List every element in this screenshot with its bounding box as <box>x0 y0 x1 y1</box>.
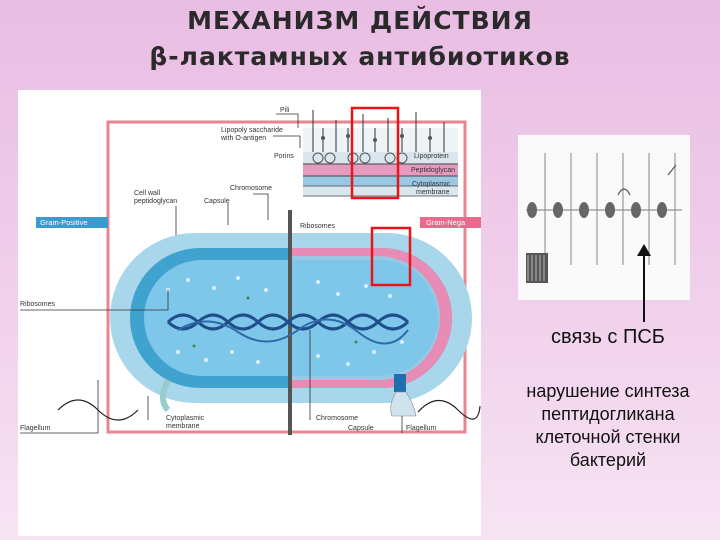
pcb-binding-text: связь с ПСБ <box>551 326 665 348</box>
label-ribosomes-left: Ribosomes <box>20 301 56 308</box>
pbp-illustration-svg <box>526 153 682 283</box>
label-lipoprotein: Lipoprotein <box>414 153 449 160</box>
description-block: нарушение синтеза пептидогликана клеточн… <box>508 380 708 472</box>
title-line-1: МЕХАНИЗМ ДЕЙСТВИЯ <box>187 6 533 35</box>
label-flagellum-left: Flagellum <box>20 425 51 432</box>
outer-frame <box>106 120 467 434</box>
pbp-binding-illustration <box>518 135 690 300</box>
description-line-1: нарушение синтеза <box>526 381 690 401</box>
label-cell-wall-2: peptidoglycan <box>134 198 177 205</box>
description-line-2: пептидогликана <box>541 404 675 424</box>
label-chromosome-bottom: Chromosome <box>316 415 358 422</box>
bacteria-cell-svg: Pili Lipopoly saccharide with O-antigen … <box>20 106 481 435</box>
label-cyto-membrane-bottom-1: Cytoplasmic <box>166 415 205 422</box>
label-porins: Porins <box>274 153 294 160</box>
label-flagellum-right: Flagellum <box>406 425 437 432</box>
description-line-3: клеточной стенки <box>535 427 681 447</box>
label-capsule-bottom: Capsule <box>348 425 374 432</box>
description-line-4: бактерий <box>569 450 647 470</box>
label-cyto-membrane-bottom-2: membrane <box>166 423 200 430</box>
label-gram-negative: Gram-Nega <box>426 218 466 227</box>
label-capsule-top: Capsule <box>204 198 230 205</box>
label-peptidoglycan: Peptidoglycan <box>411 167 455 174</box>
bacterium-body <box>110 210 472 435</box>
label-gram-positive: Gram-Positive <box>40 218 88 227</box>
label-cyto-membrane-right-2: membrane <box>416 189 450 196</box>
label-ribosomes-top: Ribosomes <box>300 223 336 230</box>
label-pili: Pili <box>280 107 290 114</box>
label-chromosome-top: Chromosome <box>230 185 272 192</box>
label-cyto-membrane-right-1: Cytoplasmic <box>412 181 451 188</box>
title-line-2: β-лактамных антибиотиков <box>149 42 571 71</box>
cell-wall-zoom <box>303 106 458 200</box>
label-cell-wall-1: Cell wall <box>134 190 161 197</box>
label-lps-1: Lipopoly saccharide <box>221 127 283 134</box>
label-lps-2: with O-antigen <box>220 135 266 142</box>
arrow-up-icon <box>637 244 651 322</box>
bacteria-cell-diagram: Pili Lipopoly saccharide with O-antigen … <box>18 90 481 536</box>
